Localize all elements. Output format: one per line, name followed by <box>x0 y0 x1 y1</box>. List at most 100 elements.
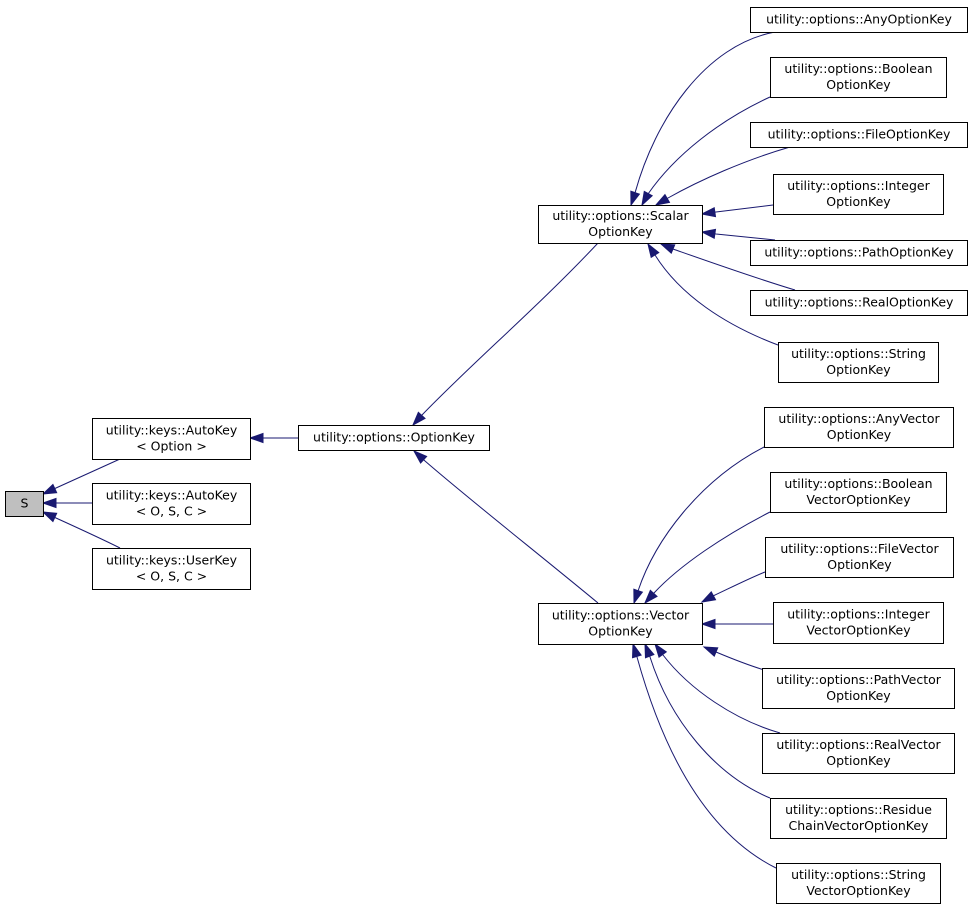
edge-AutoKeyOSC-to-S <box>41 497 92 509</box>
edge-line <box>42 511 121 549</box>
node-box[interactable] <box>773 174 944 215</box>
node-box[interactable] <box>765 537 954 578</box>
node-box[interactable] <box>776 863 941 904</box>
edge-StringOptionKey-to-ScalarOptionKey <box>647 242 779 346</box>
node-label-line: OptionKey <box>827 427 892 442</box>
edge-line <box>413 450 599 604</box>
edge-BooleanOptionKey-to-ScalarOptionKey <box>641 96 771 207</box>
edge-line <box>660 243 796 291</box>
arrowhead <box>411 411 426 427</box>
node-OptionKey[interactable]: utility::options::OptionKey <box>298 425 490 451</box>
arrowhead <box>641 190 654 207</box>
node-label-line: VectorOptionKey <box>806 883 911 898</box>
node-label-line: OptionKey <box>826 688 891 703</box>
node-label-line: < Option > <box>136 439 207 454</box>
edge-FileVectorOptionKey-to-VectorOptionKey <box>700 571 766 603</box>
arrowhead <box>633 588 644 605</box>
node-box[interactable] <box>92 548 251 590</box>
node-box[interactable] <box>770 57 947 98</box>
node-label-line: OptionKey <box>827 557 892 572</box>
node-box[interactable] <box>762 733 955 774</box>
node-label-line: < O, S, C > <box>136 569 207 584</box>
node-box[interactable] <box>778 342 939 383</box>
node-FileOptionKey[interactable]: utility::options::FileOptionKey <box>750 122 968 148</box>
node-label-line: OptionKey <box>588 224 653 239</box>
node-label-line: VectorOptionKey <box>806 623 911 638</box>
node-box[interactable] <box>750 7 968 33</box>
node-box[interactable] <box>750 290 968 316</box>
node-label-line: utility::options::PathOptionKey <box>764 245 954 260</box>
node-box[interactable] <box>5 491 44 517</box>
node-label-line: utility::options::OptionKey <box>313 430 475 445</box>
arrowhead <box>248 432 264 444</box>
arrowhead <box>631 642 642 659</box>
edge-AnyVectorOptionKey-to-VectorOptionKey <box>633 446 765 605</box>
node-AnyOptionKey[interactable]: utility::options::AnyOptionKey <box>750 7 968 33</box>
arrowhead <box>654 642 668 658</box>
node-label-line: utility::keys::AutoKey <box>106 423 238 438</box>
node-box[interactable] <box>92 483 251 525</box>
arrowhead <box>41 497 57 509</box>
node-label-line: VectorOptionKey <box>806 492 911 507</box>
node-VectorOptionKey[interactable]: utility::options::VectorOptionKey <box>538 603 703 645</box>
edge-line <box>644 511 771 604</box>
node-label-line: OptionKey <box>826 194 891 209</box>
edge-line <box>641 96 771 206</box>
node-box[interactable] <box>773 602 944 644</box>
node-box[interactable] <box>762 668 955 709</box>
node-S[interactable]: S <box>5 491 44 517</box>
edge-ResidueChainVectorOptionKey-to-VectorOptionKey <box>644 642 771 799</box>
node-AutoKeyOption[interactable]: utility::keys::AutoKey< Option > <box>92 418 251 460</box>
node-label-line: utility::options::Scalar <box>552 208 689 223</box>
node-label-line: utility::options::AnyVector <box>778 411 940 426</box>
edge-line <box>644 643 771 799</box>
edge-RealVectorOptionKey-to-VectorOptionKey <box>654 642 781 734</box>
node-label-line: OptionKey <box>826 753 891 768</box>
node-RealOptionKey[interactable]: utility::options::RealOptionKey <box>750 290 968 316</box>
arrowhead <box>643 589 658 605</box>
node-box[interactable] <box>750 122 968 148</box>
edge-BooleanVectorOptionKey-to-VectorOptionKey <box>643 511 771 605</box>
node-AutoKeyOSC[interactable]: utility::keys::AutoKey< O, S, C > <box>92 483 251 525</box>
node-box[interactable] <box>538 603 703 645</box>
edge-line <box>633 446 765 604</box>
node-label-line: utility::options::Integer <box>787 607 930 622</box>
node-box[interactable] <box>770 798 947 839</box>
edge-line <box>655 146 791 206</box>
node-label-line: utility::options::Boolean <box>784 61 932 76</box>
edge-AnyOptionKey-to-ScalarOptionKey <box>630 31 776 207</box>
node-label-line: utility::options::PathVector <box>776 672 942 687</box>
edge-line <box>654 643 781 734</box>
arrowhead <box>659 243 676 254</box>
edge-VectorOptionKey-to-OptionKey <box>412 449 599 604</box>
arrowhead <box>647 242 660 259</box>
node-ResidueChainVectorOptionKey[interactable]: utility::options::ResidueChainVectorOpti… <box>770 798 947 839</box>
node-box[interactable] <box>770 472 947 513</box>
node-label-line: utility::options::FileVector <box>780 541 939 556</box>
node-box[interactable] <box>764 407 954 448</box>
edge-line <box>412 242 599 426</box>
node-box[interactable] <box>538 205 703 244</box>
node-box[interactable] <box>750 240 968 266</box>
edges-layer <box>41 31 796 869</box>
node-box[interactable] <box>92 418 251 460</box>
node-label-line: OptionKey <box>588 624 653 639</box>
node-UserKeyOSC[interactable]: utility::keys::UserKey< O, S, C > <box>92 548 251 590</box>
node-PathOptionKey[interactable]: utility::options::PathOptionKey <box>750 240 968 266</box>
node-box[interactable] <box>298 425 490 451</box>
edge-line <box>647 243 779 346</box>
node-label-line: utility::options::Residue <box>785 802 932 817</box>
